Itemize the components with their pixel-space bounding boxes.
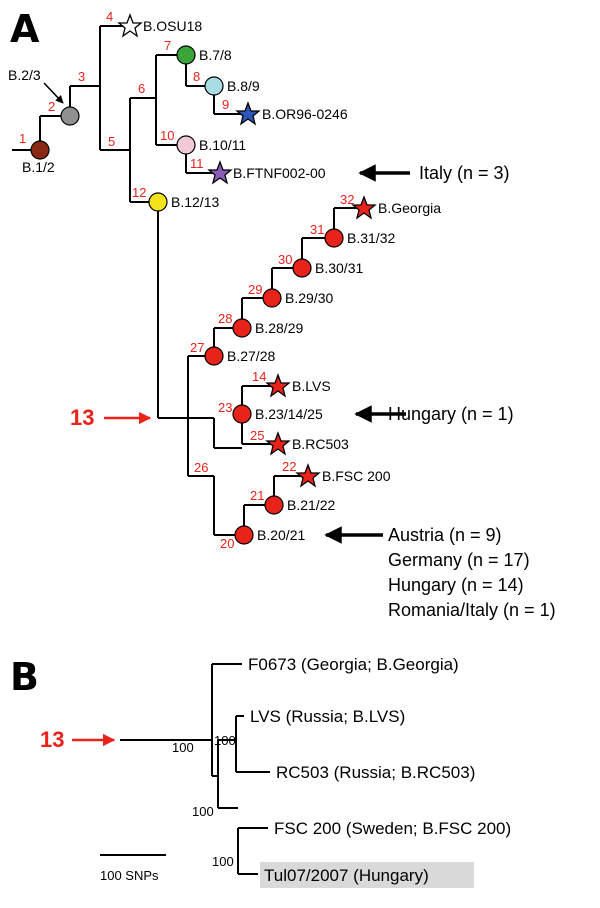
bootstrap-value: 100 — [212, 854, 234, 869]
bootstrap-value: 100 — [172, 740, 194, 755]
branch-number: 20 — [220, 536, 234, 551]
label-b2021: B.20/21 — [257, 527, 305, 543]
panel-b-branches — [120, 663, 270, 875]
taxon-tul07: Tul07/2007 (Hungary) — [264, 866, 429, 885]
branch-number: 12 — [132, 185, 146, 200]
label-b2122: B.21/22 — [287, 497, 335, 513]
branch-number: 27 — [190, 340, 204, 355]
label-b12: B.1/2 — [22, 159, 55, 175]
label-fsc200: B.FSC 200 — [322, 468, 391, 484]
label-b231425: B.23/14/25 — [255, 406, 323, 422]
node-rc503-star — [265, 431, 291, 456]
node-b2021 — [234, 525, 254, 545]
taxon-fsc200: FSC 200 (Sweden; B.FSC 200) — [274, 819, 511, 838]
branch-number: 28 — [218, 311, 232, 326]
branch-number: 30 — [278, 252, 292, 267]
node-b2829 — [232, 318, 252, 338]
label-b23: B.2/3 — [8, 67, 41, 83]
bootstrap-value: 100 — [214, 733, 236, 748]
branch-number: 31 — [310, 222, 324, 237]
marker-13-label-b: 13 — [40, 727, 64, 752]
panel-a-branch-numbers: 1 2 3 4 5 6 7 8 9 10 11 12 14 20 21 22 2… — [19, 9, 354, 551]
panel-b-taxa: F0673 (Georgia; B.Georgia) LVS (Russia; … — [248, 655, 511, 885]
taxon-f0673: F0673 (Georgia; B.Georgia) — [248, 655, 459, 674]
branch-number: 26 — [194, 460, 208, 475]
branch-number: 3 — [78, 69, 85, 84]
branch-number: 21 — [250, 488, 264, 503]
node-georgia-star — [351, 195, 377, 220]
panel-b-bootstrap: 100 100 100 100 — [172, 733, 236, 869]
node-b231425 — [232, 404, 252, 424]
label-georgia: B.Georgia — [378, 200, 441, 216]
annotation-italy: Italy (n = 3) — [419, 163, 510, 183]
node-b1011 — [176, 135, 196, 155]
branch-number: 6 — [138, 81, 145, 96]
branch-number: 22 — [282, 459, 296, 474]
label-b2930: B.29/30 — [285, 290, 333, 306]
annotation-hungary: Hungary (n = 1) — [388, 404, 514, 424]
label-b3031: B.30/31 — [315, 260, 363, 276]
branch-number: 29 — [248, 282, 262, 297]
node-b23 — [60, 106, 80, 126]
annotation-germany: Germany (n = 17) — [388, 550, 530, 570]
label-b1011: B.10/11 — [199, 137, 246, 153]
label-lvs: B.LVS — [292, 378, 331, 394]
branch-number: 25 — [250, 428, 264, 443]
node-b2122 — [264, 495, 284, 515]
label-b1213: B.12/13 — [171, 194, 219, 210]
node-lvs-star — [265, 373, 291, 398]
branch-number: 9 — [222, 97, 229, 112]
node-b78 — [176, 45, 196, 65]
label-b78: B.7/8 — [199, 47, 232, 63]
branch-number: 14 — [252, 369, 266, 384]
annotation-romania-italy: Romania/Italy (n = 1) — [388, 600, 556, 620]
label-b89: B.8/9 — [227, 78, 260, 94]
node-b12 — [30, 140, 50, 160]
panel-a-nodes — [30, 13, 377, 545]
branch-number: 23 — [218, 400, 232, 415]
node-b2930 — [262, 288, 282, 308]
branch-number: 2 — [48, 99, 55, 114]
branch-number: 8 — [193, 69, 200, 84]
branch-number: 11 — [190, 156, 204, 171]
node-b2728 — [204, 346, 224, 366]
panel-a-node-labels: B.1/2 B.2/3 B.OSU18 B.7/8 B.8/9 B.OR96-0… — [8, 18, 441, 543]
branch-number: 1 — [19, 131, 26, 146]
bootstrap-value: 100 — [192, 804, 214, 819]
node-b89 — [204, 76, 224, 96]
label-b2829: B.28/29 — [255, 320, 303, 336]
label-b3132: B.31/32 — [347, 230, 395, 246]
annotation-hungary-14: Hungary (n = 14) — [388, 575, 524, 595]
label-osu18: B.OSU18 — [143, 18, 202, 34]
node-b1213 — [148, 192, 168, 212]
branch-number: 10 — [160, 128, 174, 143]
node-b3132 — [324, 228, 344, 248]
b23-pointer-arrow — [43, 82, 64, 104]
label-rc503: B.RC503 — [292, 436, 349, 452]
branch-number: 5 — [108, 134, 115, 149]
panel-a-letter: A — [10, 7, 40, 51]
node-osu18-star — [117, 13, 143, 38]
node-or96-star — [235, 101, 261, 126]
branch-number: 7 — [164, 38, 171, 53]
node-ftnf-star — [207, 160, 233, 185]
label-ftnf: B.FTNF002-00 — [233, 165, 326, 181]
label-or96: B.OR96-0246 — [262, 106, 348, 122]
scale-bar-label: 100 SNPs — [100, 868, 159, 883]
panel-a-branches — [12, 25, 364, 536]
panel-b-letter: B — [10, 655, 39, 699]
label-b2728: B.27/28 — [227, 348, 275, 364]
taxon-lvs: LVS (Russia; B.LVS) — [250, 707, 405, 726]
tul07-highlight — [260, 862, 474, 888]
branch-number: 32 — [340, 192, 354, 207]
marker-13-label-a: 13 — [70, 405, 94, 430]
branch-number: 4 — [106, 9, 113, 24]
taxon-rc503: RC503 (Russia; B.RC503) — [276, 763, 475, 782]
node-b3031 — [292, 258, 312, 278]
node-fsc200-star — [295, 463, 321, 488]
annotation-country-list: Austria (n = 9) Germany (n = 17) Hungary… — [388, 525, 556, 620]
annotation-austria: Austria (n = 9) — [388, 525, 502, 545]
